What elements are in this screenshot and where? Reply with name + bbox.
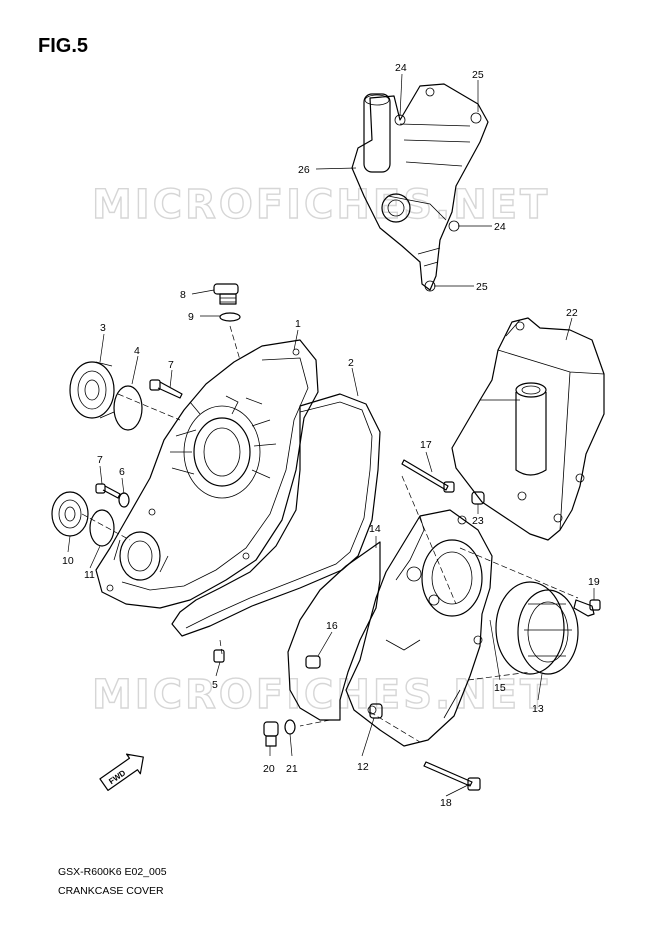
watermark-top: MICROFICHES.NET xyxy=(92,182,550,228)
callout-12: 12 xyxy=(357,761,369,773)
callout-8: 8 xyxy=(180,289,186,301)
watermark-bottom: MICROFICHES.NET xyxy=(92,672,550,718)
part-18-bolt xyxy=(423,761,481,791)
model-code: GSX-R600K6 E02_005 xyxy=(58,866,167,878)
part-22-cover xyxy=(451,317,605,541)
part-3-seal-cap xyxy=(69,361,115,419)
part-gasket-14 xyxy=(287,541,381,721)
part-11-o-ring xyxy=(89,509,115,547)
part-7-bolt-lower xyxy=(95,483,121,499)
part-15-gasket xyxy=(495,581,565,675)
part-17-bolt xyxy=(401,459,455,493)
part-2-gasket xyxy=(171,393,381,637)
callout-25-bottom: 25 xyxy=(476,281,488,293)
callout-3: 3 xyxy=(100,322,106,334)
callout-21: 21 xyxy=(286,763,298,775)
part-6-washer xyxy=(118,492,130,508)
callout-11: 11 xyxy=(84,569,95,581)
callout-15: 15 xyxy=(494,682,506,694)
callout-4: 4 xyxy=(134,345,140,357)
callout-26: 26 xyxy=(298,164,310,176)
callout-7-lower: 7 xyxy=(97,454,103,466)
part-1-crankcase-cover xyxy=(95,339,319,609)
callout-24-top: 24 xyxy=(395,62,407,74)
part-13-cover xyxy=(517,589,579,675)
part-4-o-ring xyxy=(113,385,143,431)
part-7-bolt-upper xyxy=(149,379,183,399)
diagram-caption: CRANKCASE COVER xyxy=(58,885,164,897)
callout-19: 19 xyxy=(588,576,600,588)
callout-14: 14 xyxy=(369,523,381,535)
figure-title: FIG.5 xyxy=(38,35,88,57)
callout-1: 1 xyxy=(295,318,301,330)
callout-16: 16 xyxy=(326,620,338,632)
part-14-cover xyxy=(345,509,493,747)
callouts: 24 25 26 24 25 22 8 9 1 3 4 7 2 17 23 7 … xyxy=(62,62,600,809)
callout-22: 22 xyxy=(566,307,578,319)
callout-9: 9 xyxy=(188,311,194,323)
callout-25-top: 25 xyxy=(472,69,484,81)
part-5-dowel xyxy=(213,649,225,663)
part-20-bolt xyxy=(263,721,279,747)
part-16-dowel xyxy=(305,655,321,669)
callout-7-upper: 7 xyxy=(168,359,174,371)
callout-2: 2 xyxy=(348,357,354,369)
part-21-washer xyxy=(284,719,296,735)
part-12-pin xyxy=(369,703,383,719)
callout-5: 5 xyxy=(212,679,218,691)
forward-arrow-icon: FWD xyxy=(99,753,144,791)
part-9-o-ring xyxy=(219,312,241,322)
part-8-filler-cap xyxy=(213,283,239,305)
callout-6: 6 xyxy=(119,466,125,478)
callout-18: 18 xyxy=(440,797,452,809)
part-upper-bracket xyxy=(351,83,489,292)
callout-23: 23 xyxy=(472,515,484,527)
leader-lines xyxy=(67,73,595,797)
callout-10: 10 xyxy=(62,555,74,567)
callout-24-bottom: 24 xyxy=(494,221,506,233)
callout-17: 17 xyxy=(420,439,432,451)
part-19-bolt xyxy=(573,599,601,617)
callout-13: 13 xyxy=(532,703,544,715)
callout-20: 20 xyxy=(263,763,275,775)
